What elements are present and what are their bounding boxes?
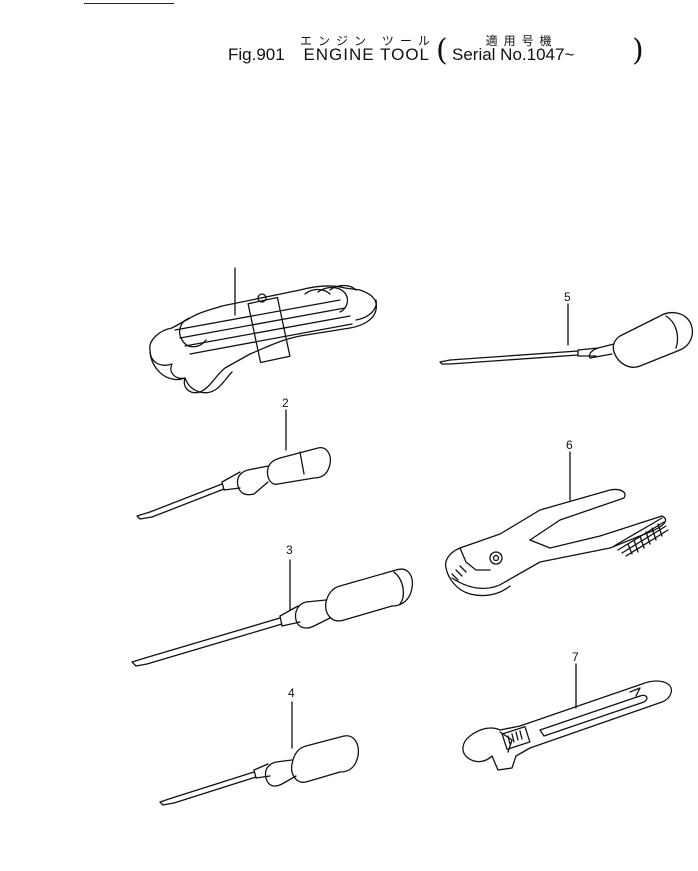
callout-3: 3 <box>286 543 293 557</box>
screwdriver-icon <box>131 559 414 667</box>
callout-7: 7 <box>572 650 579 664</box>
callout-2: 2 <box>282 396 289 410</box>
figure-title: Fig.901 ENGINE TOOL <box>228 45 436 65</box>
screwdriver-icon <box>439 303 694 368</box>
screwdriver-icon <box>136 409 332 520</box>
callout-6: 6 <box>566 438 573 452</box>
close-paren: ) <box>632 33 644 68</box>
open-paren: ( <box>436 33 448 68</box>
serial-number: Serial No.1047~ <box>452 45 575 64</box>
title-jp-text: エンジン ツール <box>300 34 436 48</box>
figure-number: Fig.901 <box>228 45 285 64</box>
screwdriver-icon <box>159 701 360 806</box>
serial-jp-text: 適用号機 <box>485 34 558 48</box>
callout-4: 4 <box>288 686 295 700</box>
figure-title-text: ENGINE TOOL <box>303 45 431 64</box>
top-rule <box>84 3 174 4</box>
title-japanese: エンジン ツール 適用号機 <box>300 32 558 49</box>
adjustable-wrench-icon <box>462 663 673 771</box>
pliers-icon <box>444 451 669 597</box>
callout-5: 5 <box>564 290 571 304</box>
wrench-set-icon <box>149 267 378 394</box>
